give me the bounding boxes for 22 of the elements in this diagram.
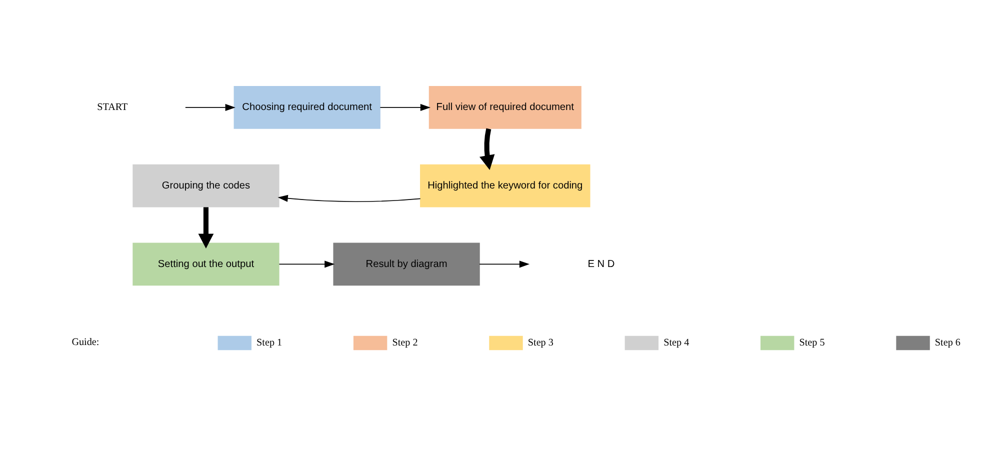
legend-label: Step 1 — [256, 338, 282, 349]
arrow — [278, 194, 421, 202]
node-box: Full view of required document — [428, 86, 582, 129]
legend-label: Step 3 — [528, 338, 554, 349]
node-text: E N D — [588, 258, 615, 270]
node-box: Result by diagram — [333, 242, 480, 286]
legend-label: Step 2 — [392, 338, 418, 349]
node-text: START — [97, 102, 128, 114]
legend-label: Step 5 — [799, 338, 825, 349]
node-box: Highlighted the keyword for coding — [420, 164, 590, 208]
arrow — [278, 260, 335, 268]
node-box: Setting out the output — [132, 242, 280, 286]
node-box: Grouping the codes — [132, 164, 280, 208]
legend-label: Step 4 — [664, 338, 690, 349]
arrow — [380, 104, 431, 111]
legend-label: Step 6 — [934, 338, 960, 349]
arrow — [480, 128, 495, 170]
node-box: Choosing required document — [234, 86, 380, 129]
arrow — [198, 207, 214, 248]
label: Guide: — [72, 337, 100, 348]
arrow — [479, 260, 530, 268]
arrow — [185, 104, 236, 111]
